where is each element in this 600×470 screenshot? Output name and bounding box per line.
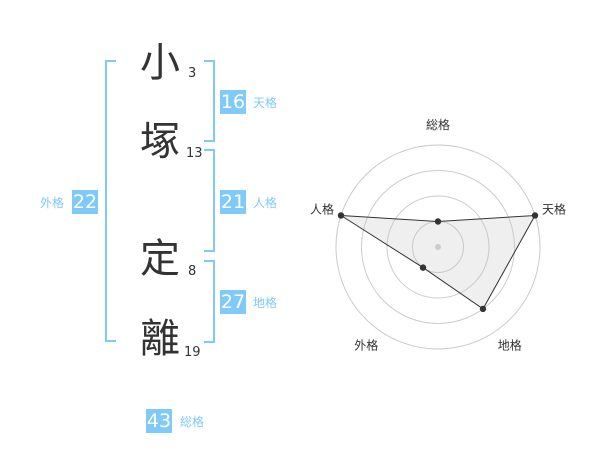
- radar-center-dot: [435, 244, 441, 250]
- gaikaku-badge: 22: [72, 190, 98, 214]
- radar-point-3: [479, 305, 487, 313]
- radar-axis-label-2: 天格: [542, 201, 566, 216]
- stroke-count-4: 19: [184, 345, 201, 360]
- radar-axis-label-3: 地格: [498, 338, 522, 353]
- jinkaku-bracket: [204, 149, 215, 252]
- stroke-count-2: 13: [186, 146, 203, 161]
- soukaku-badge: 43: [146, 409, 172, 433]
- radar-axis-label-1: 総格: [426, 117, 450, 132]
- radar-axis-label-4: 外格: [354, 338, 378, 353]
- jinkaku-label: 人格: [253, 196, 278, 210]
- radar-point-5: [337, 212, 345, 219]
- stroke-count-1: 3: [188, 66, 197, 81]
- chikaku-bracket: [204, 260, 215, 343]
- soukaku-label: 総格: [180, 415, 205, 429]
- radar-grid-ring-4: [335, 144, 541, 350]
- name-char-1: 小: [140, 40, 180, 86]
- radar-point-1: [434, 218, 442, 225]
- radar-axis-label-5: 人格: [310, 201, 334, 216]
- chikaku-label: 地格: [253, 296, 278, 310]
- tenkaku-label: 天格: [253, 96, 278, 110]
- name-char-3: 定: [140, 236, 180, 282]
- jinkaku-badge: 21: [220, 190, 246, 214]
- gaikaku-bracket: [105, 60, 116, 342]
- stroke-count-3: 8: [188, 264, 197, 279]
- tenkaku-bracket: [204, 60, 215, 142]
- chikaku-badge: 27: [220, 290, 246, 314]
- radar-point-4: [419, 264, 427, 271]
- tenkaku-badge: 16: [220, 90, 246, 114]
- radar-grid-ring-2: [386, 195, 490, 299]
- name-char-2: 塚: [140, 119, 180, 165]
- name-char-4: 離: [140, 316, 180, 362]
- radar-point-2: [531, 212, 539, 219]
- radar-grid-ring-3: [361, 170, 515, 324]
- radar-area: [340, 214, 536, 310]
- gaikaku-label: 外格: [40, 196, 65, 210]
